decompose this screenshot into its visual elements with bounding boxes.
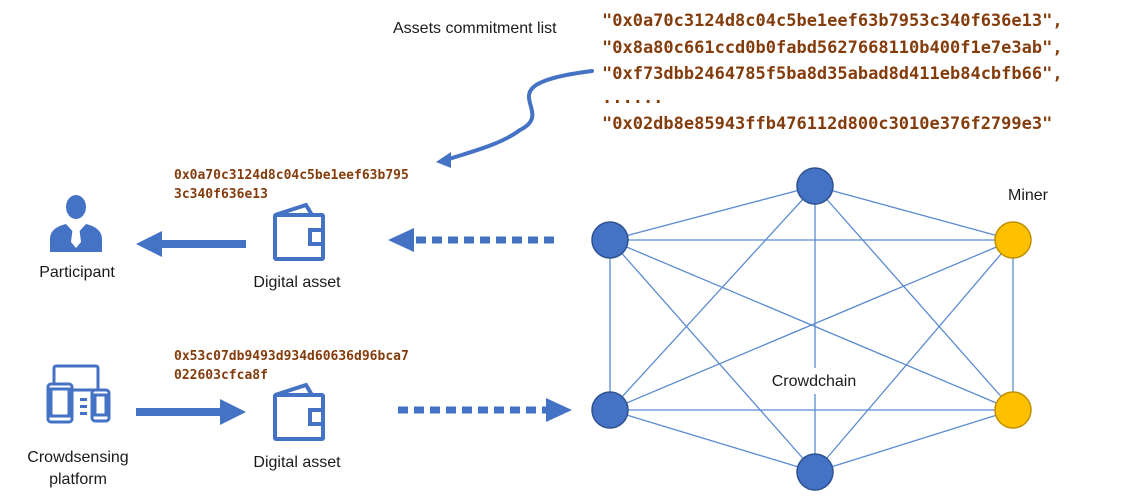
- network-node: [796, 453, 834, 491]
- network-to-asset-dashed-arrow: [388, 228, 556, 252]
- asset-top-hash-line1: 0x0a70c3124d8c04c5be1eef63b795: [174, 168, 409, 183]
- asset-top-label: Digital asset: [253, 274, 341, 291]
- commitment-curved-arrow: [444, 69, 594, 162]
- crowdchain-label: Crowdchain: [772, 373, 856, 390]
- person-icon: [50, 195, 102, 252]
- asset-bottom-hash-line2: 022603cfca8f: [174, 368, 268, 383]
- network-node: [591, 391, 629, 429]
- commitment-hash-1: "0x0a70c3124d8c04c5be1eef63b7953c340f636…: [602, 11, 1063, 31]
- miner-node: [994, 391, 1032, 429]
- commitment-list-label: Assets commitment list: [393, 20, 557, 37]
- platform-label-line2: platform: [49, 471, 107, 488]
- miner-node: [994, 221, 1032, 259]
- commitment-hash-ellipsis: ......: [602, 88, 663, 108]
- participant-label: Participant: [39, 264, 115, 281]
- asset-top-hash-line2: 3c340f636e13: [174, 187, 268, 202]
- asset-to-network-dashed-arrow: [398, 398, 572, 422]
- crowdchain-label-bg: [760, 368, 872, 394]
- wallet-icon: [273, 202, 325, 261]
- platform-to-asset-arrow: [136, 399, 246, 425]
- commitment-hash-last: "0x02db8e85943ffb476112d800c3010e376f279…: [602, 114, 1052, 134]
- platform-label-line1: Crowdsensing: [27, 449, 128, 466]
- network-node: [591, 221, 629, 259]
- miner-label: Miner: [1008, 187, 1049, 204]
- asset-bottom-hash-line1: 0x53c07db9493d934d60636d96bca7: [174, 349, 409, 364]
- asset-to-participant-arrow: [136, 231, 246, 257]
- network-nodes: [591, 167, 1032, 491]
- commitment-arrow-head: [436, 152, 451, 168]
- devices-icon: [46, 364, 111, 424]
- network-node: [796, 167, 834, 205]
- commitment-hash-list: "0x0a70c3124d8c04c5be1eef63b7953c340f636…: [602, 11, 1063, 134]
- network-edges: [609, 185, 1014, 473]
- wallet-icon: [273, 382, 325, 441]
- commitment-hash-2: "0x8a80c661ccd0b0fabd5627668110b400f1e7e…: [602, 38, 1063, 58]
- asset-bottom-label: Digital asset: [253, 454, 341, 471]
- commitment-hash-3: "0xf73dbb2464785f5ba8d35abad8d411eb84cbf…: [602, 64, 1063, 84]
